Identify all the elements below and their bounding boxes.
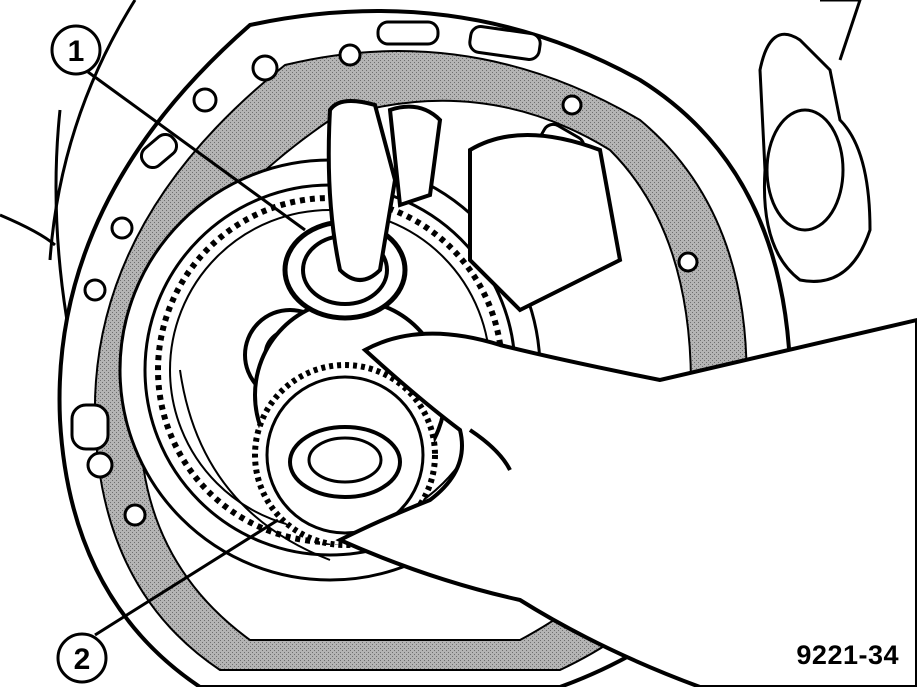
callout-leaders — [87, 70, 306, 637]
hand-lower — [335, 317, 917, 687]
side-bracket — [758, 0, 872, 283]
callout-1: 1 — [50, 24, 102, 76]
hand-upper — [326, 99, 623, 313]
figure-id: 9221-34 — [796, 640, 899, 670]
callout-2-number: 2 — [74, 643, 91, 676]
callout-1-number: 1 — [68, 35, 85, 68]
callout-2: 2 — [56, 632, 108, 684]
